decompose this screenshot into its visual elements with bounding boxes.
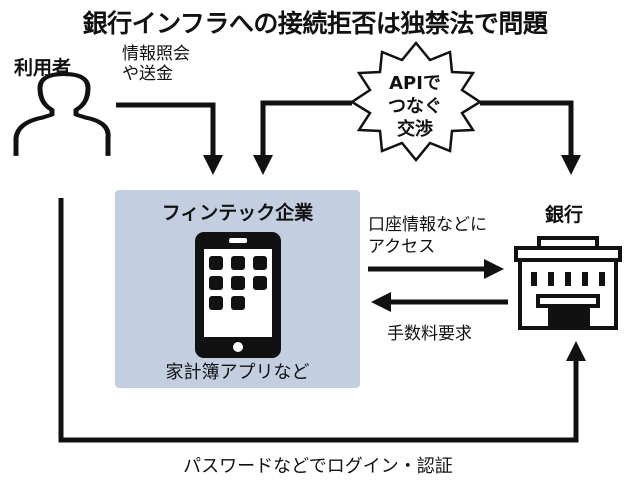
fintech-subtitle: 家計簿アプリなど [165,362,310,383]
arrow-user-to-fintech [116,102,223,175]
person-icon [13,72,111,156]
fintech-to-bank-label: 口座情報などに アクセス [368,214,487,258]
arrow-api-to-fintech [253,100,352,175]
arrow-api-to-bank [480,100,581,175]
api-burst-shape [349,41,483,162]
api-burst-line: APIで [389,73,441,94]
arrow-user-to-bank [58,198,586,443]
page-title: 銀行インフラへの接続拒否は独禁法で問題 [82,9,548,38]
user-to-bank-label: パスワードなどでログイン・認証 [183,456,453,477]
bank-to-fintech-label: 手数料要求 [387,324,472,344]
user-to-fintech-label: 情報照会 や送金 [122,44,190,84]
fintech-to-bank-label-line: 口座情報などに [368,215,487,235]
tablet-icon [195,232,281,358]
user-to-fintech-label-line: 情報照会 [122,44,190,64]
bank-label: 銀行 [545,204,584,226]
user-to-fintech-label-line: や送金 [122,64,173,84]
api-burst-label: APIで つなぐ 交渉 [360,72,470,141]
fintech-to-bank-label-line: アクセス [368,237,436,257]
fintech-title: フィンテック企業 [161,202,314,224]
user-label: 利用者 [14,57,72,79]
bank-building-icon [514,236,622,330]
api-burst-line: つなぐ [388,96,442,117]
api-burst-line: 交渉 [397,119,433,140]
